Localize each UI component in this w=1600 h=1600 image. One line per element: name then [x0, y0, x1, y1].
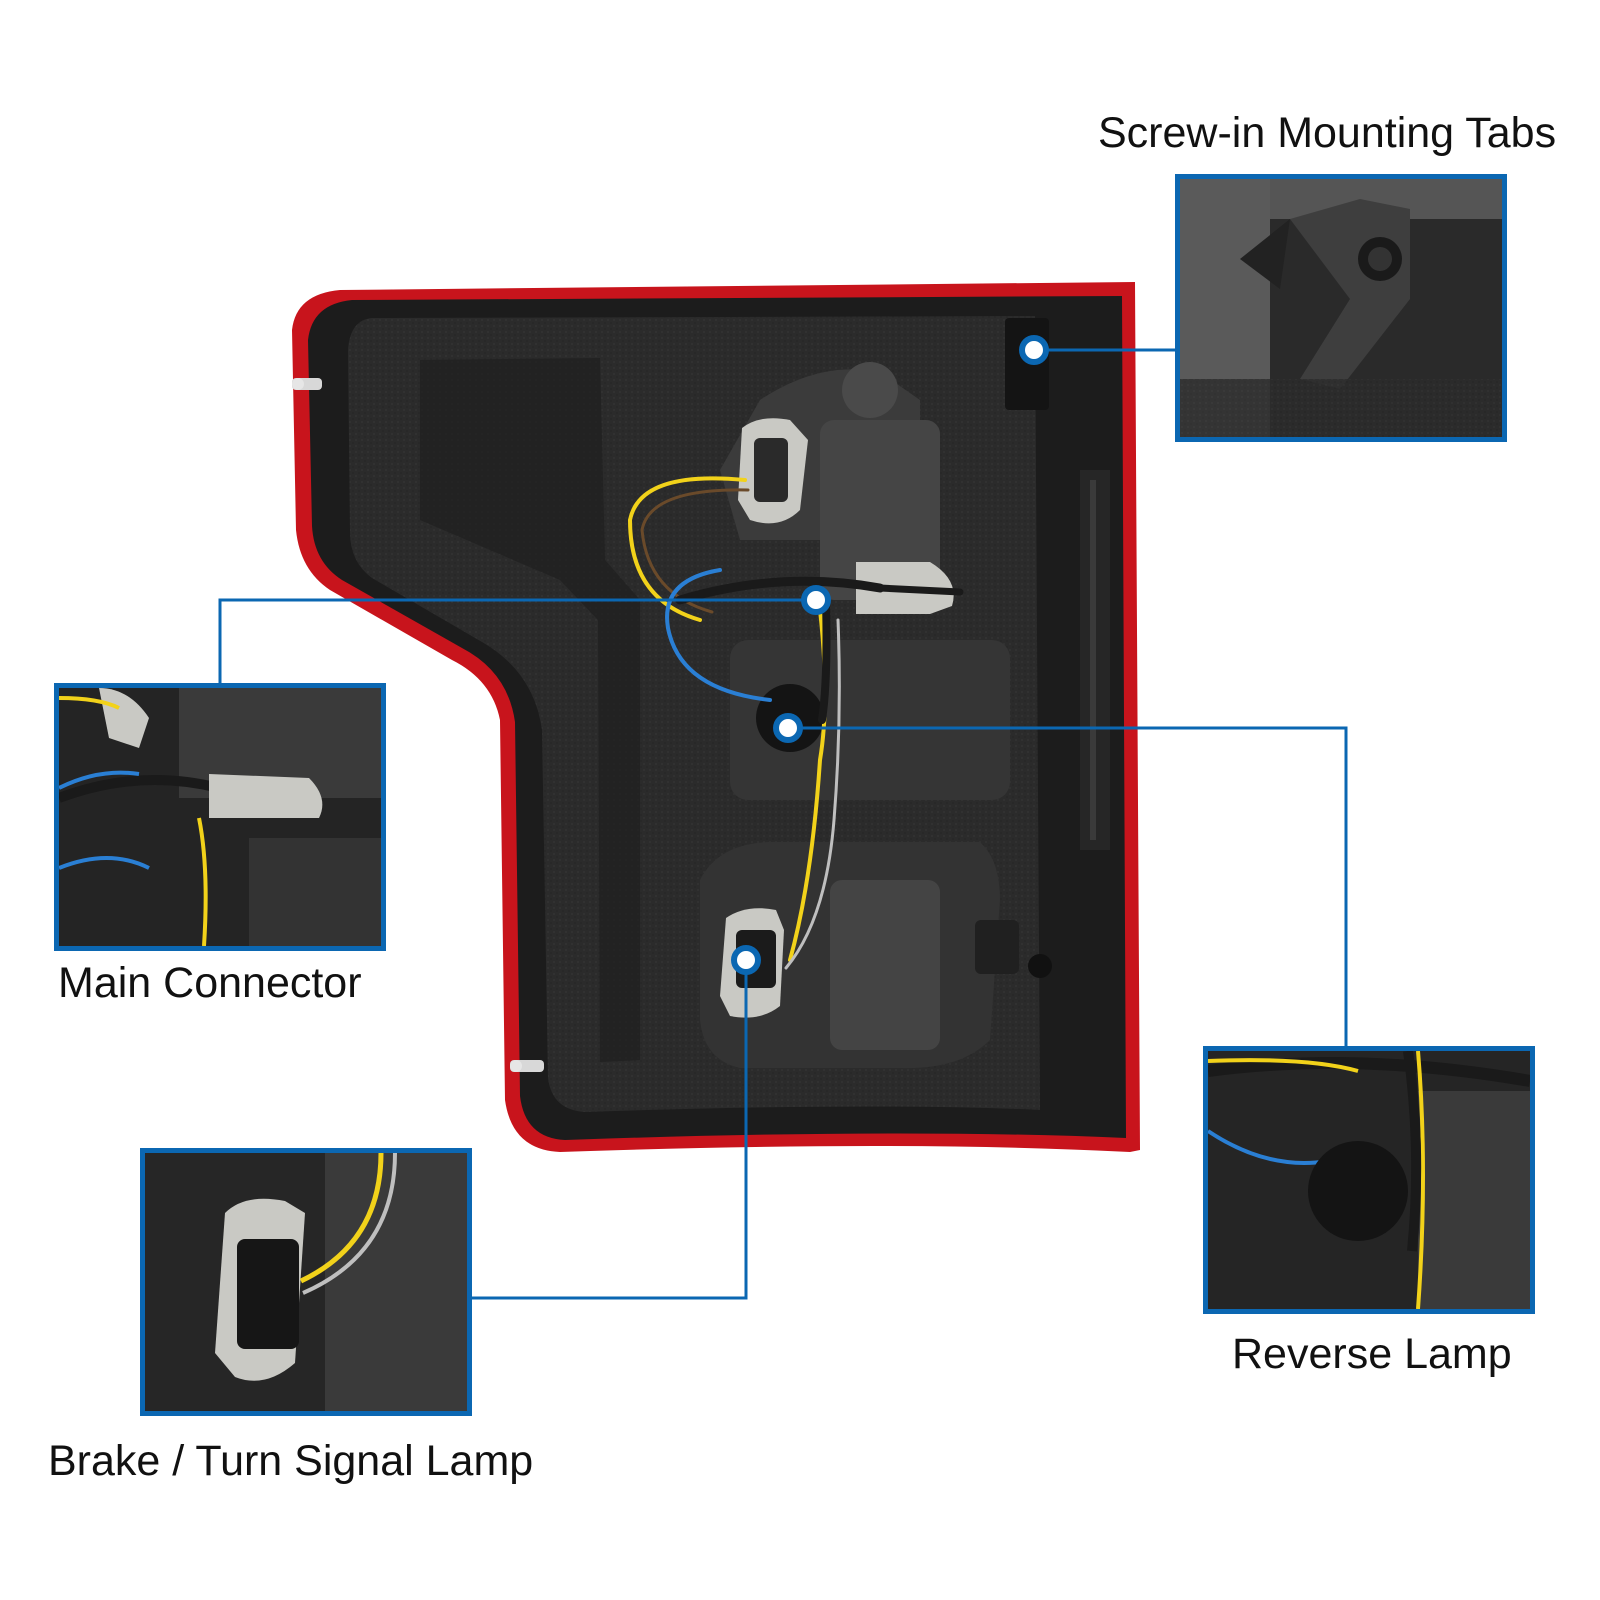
reverse-lamp-label: Reverse Lamp [1232, 1330, 1512, 1378]
callout-markers [731, 335, 1049, 975]
lower-bulb-housing [830, 880, 940, 1050]
mounting-tab-detail-icon [1180, 179, 1502, 437]
housing-ridge [420, 358, 640, 1062]
middle-lamp-module [730, 640, 1010, 800]
bulb-socket-detail-icon [1208, 1051, 1530, 1309]
brake-turn-signal-label: Brake / Turn Signal Lamp [48, 1437, 534, 1485]
reverse-lamp-detail-inset [1203, 1046, 1535, 1314]
lower-screw-tab [975, 920, 1019, 974]
wire-connector-detail-icon [59, 688, 381, 946]
mounting-tab-detail-inset [1175, 174, 1507, 442]
bulb-socket-detail-icon [145, 1153, 467, 1411]
mounting-tabs-label: Screw-in Mounting Tabs [1098, 109, 1557, 157]
upper-bulb-housing [820, 420, 940, 600]
rail-highlight [1090, 480, 1096, 840]
upper-cap [842, 362, 898, 418]
main-connector-label: Main Connector [58, 959, 362, 1007]
brake-lamp-detail-inset [140, 1148, 472, 1416]
main-connector-detail-inset [54, 683, 386, 951]
left-mounting-studs [292, 378, 544, 1072]
top-mounting-tab [1005, 318, 1049, 410]
leader-lines [218, 348, 1348, 1300]
